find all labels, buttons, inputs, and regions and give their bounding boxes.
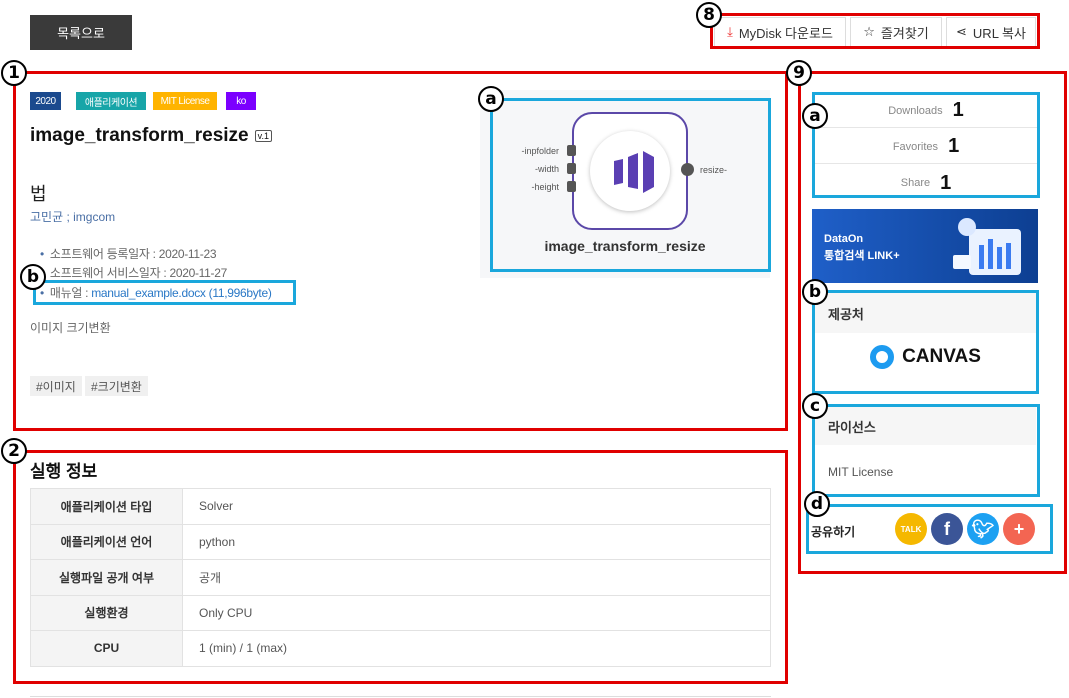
canvas-logo-icon <box>870 345 895 369</box>
marker-9a: a <box>802 103 828 129</box>
year-badge: 2020 <box>30 92 61 110</box>
annotation-box-1 <box>13 71 788 431</box>
chart-illustration-icon <box>953 218 1021 275</box>
manual-item: 매뉴얼 : manual_example.docx (11,996byte) <box>40 284 272 301</box>
marker-9d: d <box>804 491 830 517</box>
exec-info-heading: 실행 정보 <box>30 462 98 481</box>
more-share-button[interactable]: + <box>1003 513 1035 545</box>
output-label: resize- <box>700 165 728 175</box>
app-logo <box>590 131 670 211</box>
authors: 고민균 ; imgcom <box>30 210 116 224</box>
description: 이미지 크기변환 <box>30 321 111 335</box>
plus-icon: + <box>1013 518 1025 539</box>
download-icon: ⤓ <box>727 24 733 39</box>
marker-9b: b <box>802 279 828 305</box>
facebook-icon: f <box>944 518 950 539</box>
marker-9: 9 <box>786 60 812 86</box>
share-label: 공유하기 <box>811 525 856 539</box>
service-date: 소프트웨어 서비스일자 : 2020-11-27 <box>40 264 227 281</box>
license-value: MIT License <box>828 465 894 479</box>
annotation-box-9b <box>812 290 1039 394</box>
marker-8: 8 <box>696 2 722 28</box>
manual-link[interactable]: manual_example.docx (11,996byte) <box>91 286 272 300</box>
type-badge: 애플리케이션 <box>76 92 146 110</box>
input-port <box>567 145 576 156</box>
back-to-list-button[interactable]: 목록으로 <box>30 15 132 50</box>
provider-heading: 제공처 <box>815 293 1036 333</box>
annotation-box-9d <box>806 504 1053 554</box>
license-heading: 라이선스 <box>815 407 1036 445</box>
kakao-share-button[interactable]: TALK <box>895 513 927 545</box>
annotation-box-9c <box>812 404 1040 497</box>
page-title: image_transform_resize v.1 <box>30 125 272 147</box>
input-label: -height <box>531 182 559 192</box>
license-badge: MIT License <box>153 92 217 110</box>
input-port <box>567 163 576 174</box>
marker-9c: c <box>802 393 828 419</box>
marker-2: 2 <box>1 438 27 464</box>
marker-1a: a <box>478 86 504 112</box>
twitter-icon: 🐦︎ <box>971 518 995 539</box>
annotation-box-2 <box>13 450 788 684</box>
title-text: image_transform_resize <box>30 125 249 146</box>
language-badge: ko <box>226 92 256 110</box>
tag-item[interactable]: #크기변환 <box>85 376 148 396</box>
version-badge: v.1 <box>254 129 272 142</box>
annotation-box-8 <box>710 13 1040 49</box>
input-label: -width <box>534 164 559 174</box>
tag-item[interactable]: #이미지 <box>30 376 82 396</box>
twitter-share-button[interactable]: 🐦︎ <box>967 513 999 545</box>
share-nodes-icon: ⋖ <box>956 24 967 39</box>
input-label: -inpfolder <box>521 146 559 156</box>
divider <box>30 696 771 697</box>
annotation-box-9a <box>812 92 1040 198</box>
diagram-title: image_transform_resize <box>544 238 706 254</box>
registration-date: 소프트웨어 등록일자 : 2020-11-23 <box>40 245 217 262</box>
mydisk-download-button[interactable]: ⤓MyDisk 다운로드 <box>714 17 846 47</box>
marker-1b: b <box>20 264 46 290</box>
annotation-box-1b <box>33 280 296 305</box>
app-logo-icon <box>614 151 654 193</box>
kakao-icon: TALK <box>900 524 922 534</box>
facebook-share-button[interactable]: f <box>931 513 963 545</box>
provider-logo[interactable]: CANVAS <box>815 345 1036 369</box>
subtitle: 법 <box>30 184 47 204</box>
annotation-box-9 <box>798 71 1067 574</box>
input-port <box>567 181 576 192</box>
app-diagram: -inpfolder -width -height resize- image_… <box>480 90 770 278</box>
marker-1: 1 <box>1 60 27 86</box>
annotation-box-1a <box>490 98 771 272</box>
star-icon: ☆ <box>863 24 875 39</box>
output-port <box>681 163 694 176</box>
